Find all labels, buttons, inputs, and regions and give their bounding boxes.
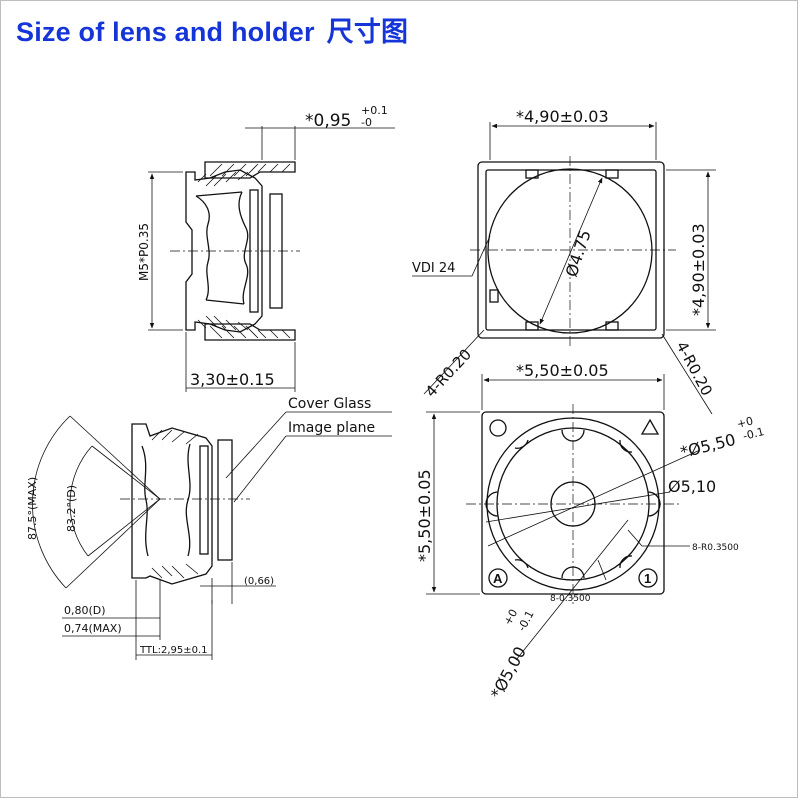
marker-a-circle (488, 568, 508, 588)
r8-bottom-label: 8-0.3500 (550, 594, 591, 604)
r8-right-label: 8-R0.3500 (692, 543, 739, 553)
fov-lens-body (131, 423, 213, 585)
fov-view: 87.5°(MAX) 83.2°(D) Cover Glass Image pl… (26, 396, 392, 660)
holder-height-label: *5,50±0.05 (415, 469, 434, 562)
flange-label: *0,95 (305, 111, 351, 131)
triangle-mark (640, 418, 660, 435)
holder-width-label: *5,50±0.05 (516, 361, 609, 380)
outer-dia-label: *Ø5,50 (678, 430, 737, 462)
fov-hatch (151, 429, 199, 579)
ttl-label: TTL:2,95±0.1 (139, 645, 208, 656)
bore-label: Ø5,10 (668, 477, 716, 496)
holder-view: A 1 8-R0.3500 8-0.3500 *Ø5,50 +0 -0.1 Ø5… (415, 361, 766, 702)
gap-label: (0,66) (244, 576, 274, 587)
outer-dia-tol-upper: +0 (736, 414, 755, 431)
marker-1-circle (638, 568, 658, 588)
fov-arc-d (69, 445, 93, 557)
fov-arc-max (32, 415, 71, 589)
title-chinese: 尺寸图 (326, 17, 409, 48)
radius-left-leader (423, 329, 485, 395)
fov-max-label: 87.5°(MAX) (26, 477, 39, 540)
fov-ir-filter (199, 445, 209, 555)
cover-glass-label: Cover Glass (288, 396, 371, 412)
flange-tol-lower: -0 (361, 116, 372, 129)
radius-left-label: 4-R0.20 (422, 345, 475, 400)
barrel-hatch (197, 171, 249, 331)
fov-d-label: 83.2°(D) (65, 485, 78, 532)
back-074-label: 0,74(MAX) (64, 622, 122, 635)
page-title: Size of lens and holder 尺寸图 (16, 10, 408, 49)
bottom-dia-label: *Ø5,00 (487, 643, 530, 702)
title-text: Size of lens and holder (16, 17, 315, 47)
hatch-bottom (209, 325, 291, 339)
top-dia-label: Ø4.75 (562, 228, 595, 280)
top-width-label: *4,90±0.03 (516, 107, 609, 126)
back-080-label: 0,80(D) (64, 604, 106, 617)
holder-bottom-band (204, 323, 296, 341)
vdi-leader (412, 235, 491, 277)
vdi-label: VDI 24 (412, 261, 455, 276)
marker-1: 1 (644, 571, 651, 586)
dia-line (539, 177, 603, 325)
bottom-dia-leader (515, 519, 629, 661)
top-height-label: *4,90±0.03 (689, 223, 708, 316)
hatch-top (209, 163, 291, 177)
marker-a: A (493, 571, 503, 586)
lens-side-view: M5*P0.35 3,30±0.15 *0,95 +0.1 -0 (137, 104, 395, 392)
radius-right-leader (661, 333, 713, 415)
flange-tol-upper: +0.1 (361, 104, 388, 117)
holder-top-band (204, 161, 296, 179)
radius-right-label: 4-R0.20 (672, 338, 715, 398)
fov-cover-glass (217, 439, 233, 561)
thread-label: M5*P0.35 (137, 223, 151, 281)
fov-lens-element (141, 443, 191, 557)
outer-dia-tol-lower: -0.1 (742, 425, 766, 443)
image-plane-leader (233, 435, 287, 503)
bore-leader (485, 491, 671, 523)
lens-element (195, 191, 249, 305)
length-label: 3,30±0.15 (190, 370, 275, 389)
outer-dia-leader (487, 449, 701, 547)
cover-glass-leader (225, 411, 287, 479)
lens-barrel (185, 169, 263, 333)
image-plane-label: Image plane (288, 420, 375, 436)
